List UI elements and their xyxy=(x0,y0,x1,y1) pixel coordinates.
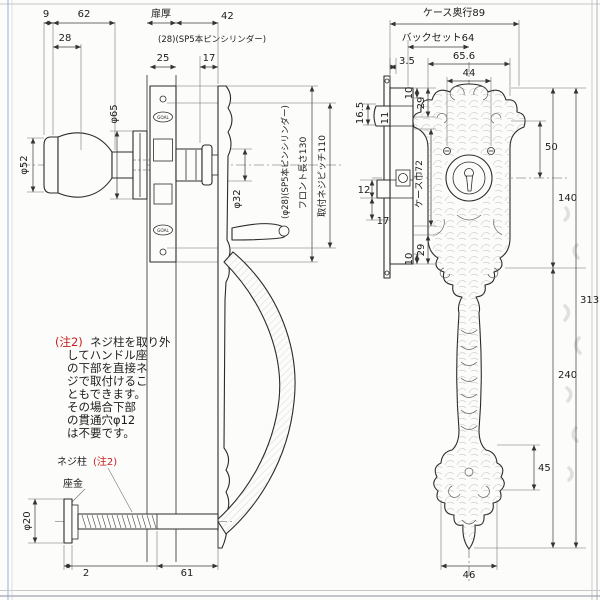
plate-dimensions: 50 140 240 313 45 46 xyxy=(440,87,599,581)
handle-grip-hatch xyxy=(217,252,296,534)
screw-post-note-ref: (注2) xyxy=(93,455,117,468)
side-view-dimensions: 9 62 28 扉厚 42 (28)(SP5本ピンシリンダー) 25 17 φ5… xyxy=(19,7,336,263)
dim-45: 45 xyxy=(538,463,551,474)
goal-logo-text-top: GOAL xyxy=(157,115,169,120)
dim-140: 140 xyxy=(558,193,577,204)
dead-bolt xyxy=(376,179,391,199)
dim-42: 42 xyxy=(221,11,234,22)
goal-logo-oval-bottom xyxy=(153,224,173,236)
thumbpiece-lever xyxy=(231,223,288,241)
knob-neck xyxy=(111,151,134,179)
dim-phi32: φ32 xyxy=(232,189,243,208)
screw-pitch-label: 取付ネジピッチ110 xyxy=(317,135,328,217)
goal-logo-text-bottom: GOAL xyxy=(157,228,169,233)
mount-screw-bottom xyxy=(159,248,167,256)
note-line-2: してハンドル座 xyxy=(67,348,147,362)
cylinder-note-top: (28)(SP5本ピンシリンダー) xyxy=(158,34,266,45)
backset-label: バックセット64 xyxy=(402,32,475,44)
handle-side-view xyxy=(216,85,296,549)
cylinder-collar xyxy=(201,144,213,186)
dim-65-6: 65.6 xyxy=(453,51,475,62)
dim-240: 240 xyxy=(558,370,577,381)
dim-phi65: φ65 xyxy=(109,104,120,123)
dim-10-top: 10 xyxy=(404,87,415,100)
case-width-label: ケース巾72 xyxy=(413,160,425,208)
note-line-1: ネジ柱を取り外 xyxy=(90,335,171,349)
dim-46: 46 xyxy=(463,570,476,581)
screw-post-label: ネジ柱 xyxy=(57,455,87,468)
screw-post-detail: ネジ柱 (注2) 座金 φ20 2 61 xyxy=(22,455,235,579)
dim-phi52: φ52 xyxy=(19,155,30,174)
knob-assembly xyxy=(43,130,154,200)
dim-44: 44 xyxy=(463,68,476,79)
door-thickness-label: 扉厚 xyxy=(151,7,171,20)
cylinder-side xyxy=(175,144,219,186)
washer xyxy=(63,498,73,544)
dim-28: 28 xyxy=(59,33,72,44)
front-view-top-dimensions: ケース奥行89 バックセット64 3.5 65.6 44 xyxy=(389,6,520,146)
washer-label: 座金 xyxy=(63,477,83,490)
note-line-7: の貫通穴φ12 xyxy=(67,413,135,427)
dim-29-top: 29 xyxy=(416,97,427,110)
dim-2: 2 xyxy=(83,568,89,579)
cylinder-tip xyxy=(211,154,219,176)
cylinder-note-side: (φ28)(SP5本ピンシリンダー) xyxy=(280,105,291,219)
dim-12: 12 xyxy=(358,185,371,196)
dim-313: 313 xyxy=(580,295,599,306)
note-prefix: (注2) xyxy=(55,335,83,349)
trim-plate-engraving xyxy=(412,84,526,549)
knob-body xyxy=(57,132,113,198)
case-depth-label: ケース奥行89 xyxy=(423,6,485,19)
front-length-label: フロント長さ130 xyxy=(298,137,309,210)
dim-62: 62 xyxy=(78,9,91,20)
dim-17a: 17 xyxy=(203,53,216,64)
dim-29-bottom: 29 xyxy=(416,244,427,257)
trim-plate-profile xyxy=(217,85,233,549)
lock-case-side: GOAL GOAL xyxy=(149,85,177,263)
lock-case-front xyxy=(373,75,414,279)
thread-hatching xyxy=(81,514,157,529)
latch-bolt xyxy=(373,105,391,127)
note-line-6: その場合下部 xyxy=(67,400,136,414)
note-line-3: の下部を直接ネ xyxy=(67,361,148,375)
dim-61: 61 xyxy=(181,568,194,579)
knob-face-cap xyxy=(43,136,59,194)
dim-50: 50 xyxy=(545,142,558,153)
dim-17b: 17 xyxy=(377,216,390,227)
note-line-5: ともできます。 xyxy=(67,387,146,401)
side-view: GOAL GOAL 9 62 28 扉厚 xyxy=(19,7,342,562)
dim-25: 25 xyxy=(157,53,170,64)
dim-3-5: 3.5 xyxy=(399,56,415,67)
goal-logo-oval-top xyxy=(153,111,173,123)
dim-9: 9 xyxy=(43,9,49,20)
front-view: ケース奥行89 バックセット64 3.5 65.6 44 xyxy=(355,6,599,584)
note-annotation: (注2) ネジ柱を取り外 してハンドル座 の下部を直接ネ ジで取付けるこ ともで… xyxy=(55,335,171,440)
note-line-8: は不要です。 xyxy=(67,426,135,440)
dim-phi20: φ20 xyxy=(22,511,33,530)
latch-indicator xyxy=(153,138,173,162)
hub-block xyxy=(153,183,173,205)
mount-screw-top xyxy=(159,95,167,103)
dim-11: 11 xyxy=(380,112,391,125)
trim-plate-front xyxy=(412,83,526,550)
case-dimensions: 10 29 16.5 11 12 17 ケース巾72 29 10 xyxy=(355,87,436,266)
thumbpiece-curl xyxy=(278,225,290,237)
trim-plate-scrollwork xyxy=(435,86,503,525)
dim-10-bottom: 10 xyxy=(404,253,415,266)
dim-16-5: 16.5 xyxy=(355,102,366,124)
note-line-4: ジで取付けるこ xyxy=(67,374,148,388)
